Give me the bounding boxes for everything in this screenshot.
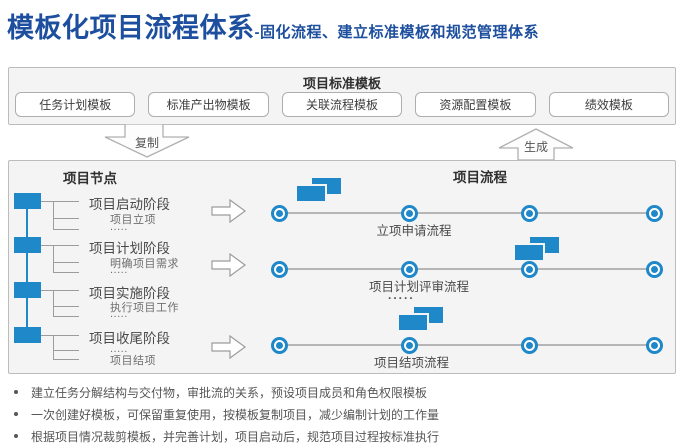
right-arrow-icon [211,335,247,359]
title-subtitle: -固化流程、建立标准模板和规范管理体系 [254,24,539,41]
tree-branch-line [53,350,79,351]
flow-line [279,268,654,270]
phase-subitem-ellipsis: ..... [110,264,128,276]
phase-subitem-ellipsis: ..... [110,308,128,320]
phase-node-square [14,282,41,298]
stacked-cards-icon [297,178,343,206]
tree-spine-line [26,201,28,335]
flow-label-plan-review: 项目计划评审流程 [368,280,469,294]
right-arrow-icon [211,199,247,223]
note-item: 根据项目情况裁剪模板，并完善计划，项目启动后，规范项目过程按标准执行 [10,425,439,445]
tree-bracket-line [53,201,54,229]
tree-bracket-line [53,290,54,316]
copy-arrow-label: 复制 [134,136,159,150]
flow-label-initiation: 立项申请流程 [376,224,452,238]
bullet-icon [14,412,18,416]
flow-line [279,344,654,346]
phase-subitem-ellipsis: ..... [110,343,128,355]
flow-node [271,337,288,354]
note-item: 一次创建好模板，可保留重复使用，按模板复制项目，减少编制计划的工作量 [10,403,439,425]
generate-arrow-label: 生成 [523,140,548,154]
flow-node [401,337,418,354]
phase-subitem: 明确项目需求 [110,258,179,270]
phase-subitem: 项目结项 [110,355,156,367]
tree-branch-line [53,229,79,230]
flows-panel-header: 项目流程 [453,170,507,185]
flow-node [646,205,663,222]
phase-subitem: 项目立项 [110,214,156,226]
phase-label-closing: 项目收尾阶段 [89,331,170,346]
flow-node [521,261,538,278]
tree-branch-line [41,245,79,246]
template-box-performance: 绩效模板 [548,92,670,117]
templates-row: 任务计划模板 标准产出物模板 关联流程模板 资源配置模板 绩效模板 [15,92,670,117]
tree-branch-line [41,290,79,291]
bullet-icon [14,434,18,438]
tree-branch-line [53,218,79,219]
tree-branch-line [53,262,79,263]
flow-node [646,261,663,278]
template-box-task-plan: 任务计划模板 [15,92,136,117]
flow-node [646,337,663,354]
flows-ellipsis: ..... [388,288,415,302]
flow-node [521,337,538,354]
template-box-deliverable: 标准产出物模板 [148,92,269,117]
page-title: 模板化项目流程体系 -固化流程、建立标准模板和规范管理体系 [7,6,539,45]
standard-templates-panel: 项目标准模板 任务计划模板 标准产出物模板 关联流程模板 资源配置模板 绩效模板 [8,67,676,125]
flow-node [521,205,538,222]
right-arrow-icon [211,253,247,277]
phase-node-square [14,237,41,253]
note-text: 根据项目情况裁剪模板，并完善计划，项目启动后，规范项目过程按标准执行 [31,429,440,444]
tree-bracket-line [53,335,54,359]
stacked-cards-icon [399,307,445,335]
tree-branch-line [53,306,79,307]
phase-node-square [14,327,41,343]
stacked-cards-icon [515,237,561,265]
tree-bracket-line [53,245,54,272]
flow-line [279,212,654,214]
phase-label-execution: 项目实施阶段 [89,286,170,301]
tree-branch-line [53,272,79,273]
copy-down-arrow-icon [104,124,190,158]
note-text: 建立任务分解结构与交付物，审批流的关系，预设项目成员和角色权限模板 [31,385,428,400]
templates-panel-header: 项目标准模板 [302,76,381,91]
flow-node [271,205,288,222]
template-box-resource: 资源配置模板 [415,92,536,117]
flow-node [401,205,418,222]
flow-node [271,261,288,278]
phase-node-square [14,193,41,209]
flow-node [401,261,418,278]
diagram-panel: 项目节点 项目流程 项目启动阶段 项目立项 ..... 项目计划阶段 明确项目需… [8,160,676,374]
bullet-icon [14,390,18,394]
notes-list: 建立任务分解结构与交付物，审批流的关系，预设项目成员和角色权限模板 一次创建好模… [10,381,439,445]
phase-label-planning: 项目计划阶段 [89,241,170,256]
tree-branch-line [53,359,79,360]
phase-subitem-ellipsis: ..... [110,221,128,233]
title-main: 模板化项目流程体系 [7,13,255,43]
flow-label-closure: 项目结项流程 [373,356,449,370]
note-item: 建立任务分解结构与交付物，审批流的关系，预设项目成员和角色权限模板 [10,381,439,403]
note-text: 一次创建好模板，可保留重复使用，按模板复制项目，减少编制计划的工作量 [31,407,440,422]
tree-branch-line [41,201,79,202]
tree-branch-line [53,316,79,317]
template-box-related-process: 关联流程模板 [281,92,403,117]
tree-branch-line [41,335,79,336]
phase-subitem: 执行项目工作 [110,302,179,314]
phase-label-initiation: 项目启动阶段 [89,197,170,212]
nodes-panel-header: 项目节点 [63,171,117,186]
